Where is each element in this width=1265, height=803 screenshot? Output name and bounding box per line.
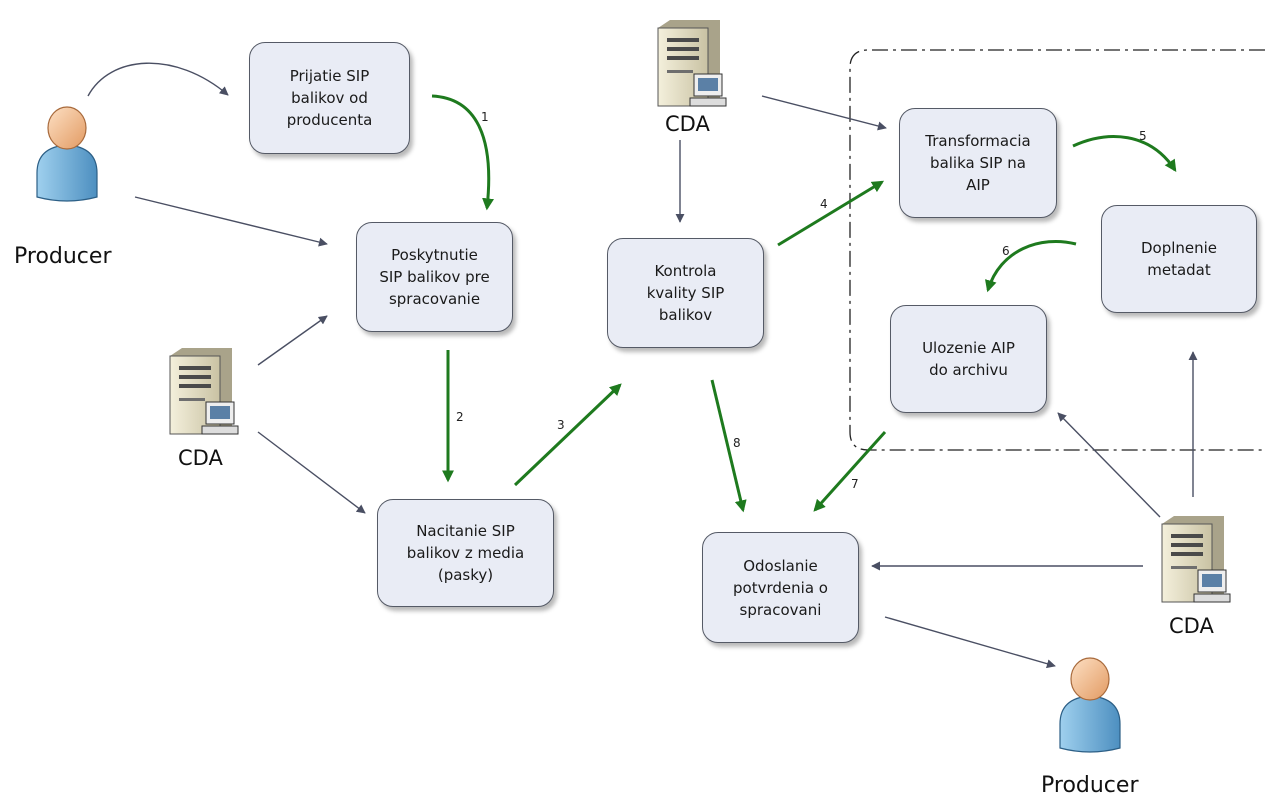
process-poskytnutie-sip: Poskytnutie SIP balikov pre spracovanie xyxy=(356,222,513,332)
arrow-cda-to-ulozenie xyxy=(1057,412,1161,518)
process-label: Poskytnutie SIP balikov pre spracovanie xyxy=(379,246,490,308)
process-flow-arrows xyxy=(431,94,1177,513)
flow-arrow-3 xyxy=(513,383,622,487)
arrow-cda-to-transformacia xyxy=(761,95,887,131)
flow-arrow-7 xyxy=(813,430,887,512)
arrow-odoslanie-to-producer xyxy=(884,616,1056,669)
process-transformacia: Transformacia balika SIP na AIP xyxy=(899,108,1057,218)
process-kontrola-kvality: Kontrola kvality SIP balikov xyxy=(607,238,764,348)
process-label: Ulozenie AIP do archivu xyxy=(922,339,1015,379)
process-nacitanie-sip: Nacitanie SIP balikov z media (pasky) xyxy=(377,499,554,607)
person-icon xyxy=(1059,657,1121,753)
interaction-arrows xyxy=(87,62,1198,669)
process-label: Kontrola kvality SIP balikov xyxy=(646,262,725,324)
server-label-cda: CDA xyxy=(1169,614,1214,638)
process-ulozenie-aip: Ulozenie AIP do archivu xyxy=(890,305,1047,413)
arrow-cda-to-nacitanie xyxy=(257,431,366,514)
process-prijatie-sip: Prijatie SIP balikov od producenta xyxy=(249,42,410,154)
server-label-cda: CDA xyxy=(178,446,223,470)
process-label: Transformacia balika SIP na AIP xyxy=(925,132,1031,194)
flow-label-6: 6 xyxy=(1002,244,1010,258)
arrow-producer-to-poskytnutie xyxy=(134,196,328,247)
process-label: Odoslanie potvrdenia o spracovani xyxy=(733,556,828,619)
process-odoslanie-potvrdenia: Odoslanie potvrdenia o spracovani xyxy=(702,532,859,643)
person-icon xyxy=(36,106,98,202)
process-label: Doplnenie metadat xyxy=(1140,239,1218,279)
process-label: Nacitanie SIP balikov z media (pasky) xyxy=(406,522,525,584)
flow-arrow-5 xyxy=(1072,135,1177,173)
flow-label-8: 8 xyxy=(733,436,741,450)
process-label: Prijatie SIP balikov od producenta xyxy=(286,67,373,129)
flow-label-7: 7 xyxy=(851,477,859,491)
flow-label-4: 4 xyxy=(820,197,828,211)
server-icon xyxy=(1161,516,1231,603)
flow-label-1: 1 xyxy=(481,110,489,124)
server-label-cda: CDA xyxy=(665,112,710,136)
flow-label-2: 2 xyxy=(456,410,464,424)
arrow-cda-to-poskytnutie xyxy=(257,315,328,366)
process-doplnenie-metadat: Doplnenie metadat xyxy=(1101,205,1257,313)
flow-arrow-4 xyxy=(777,180,885,247)
actor-label-producer: Producer xyxy=(14,244,112,269)
server-icon xyxy=(657,20,727,107)
flow-label-3: 3 xyxy=(557,418,565,432)
server-icon xyxy=(169,348,239,435)
flow-arrow-8 xyxy=(710,379,747,513)
arrow-producer-to-prijatie xyxy=(87,62,229,97)
flow-arrow-6 xyxy=(985,240,1077,293)
flow-arrow-1 xyxy=(431,94,495,211)
actor-label-producer: Producer xyxy=(1041,773,1139,798)
flow-label-5: 5 xyxy=(1139,129,1147,143)
